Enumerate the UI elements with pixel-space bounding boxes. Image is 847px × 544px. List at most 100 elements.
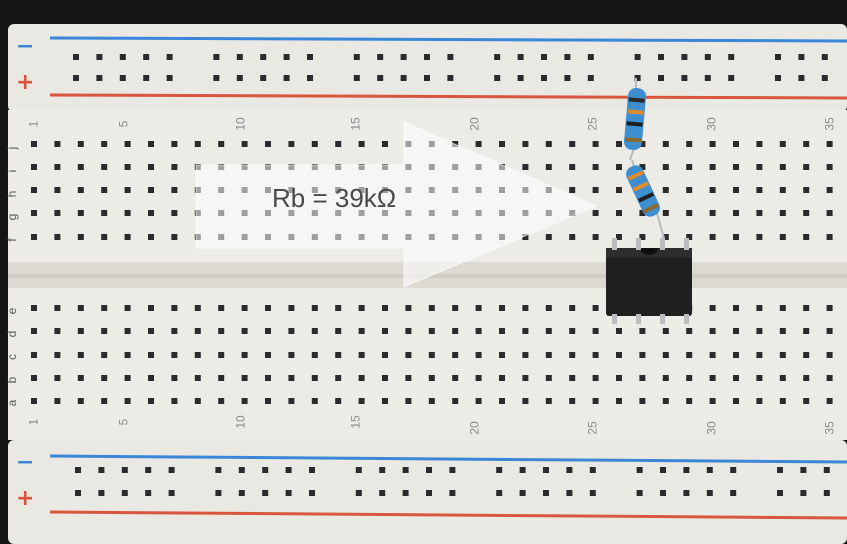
- terminal-hole: [569, 234, 576, 240]
- terminal-hole: [639, 398, 646, 404]
- rail-hole: [519, 490, 526, 496]
- terminal-hole: [592, 141, 599, 147]
- rail-hole: [587, 75, 594, 81]
- terminal-hole: [499, 375, 505, 381]
- terminal-hole: [522, 398, 529, 404]
- rail-hole: [402, 490, 409, 496]
- terminal-hole: [499, 398, 505, 404]
- top-plus-sign: +: [16, 70, 35, 95]
- rail-hole: [777, 490, 783, 496]
- terminal-hole: [803, 375, 810, 381]
- terminal-hole: [382, 328, 388, 334]
- col-number-bottom-10: 10: [233, 415, 248, 429]
- terminal-hole: [639, 328, 646, 334]
- terminal-hole: [499, 141, 505, 147]
- row-letter-h: h: [5, 190, 19, 198]
- terminal-hole: [265, 141, 271, 147]
- terminal-hole: [639, 352, 646, 358]
- terminal-hole: [826, 398, 833, 404]
- terminal-hole: [756, 398, 763, 404]
- ic-chip: [606, 238, 692, 324]
- terminal-hole: [335, 352, 342, 358]
- terminal-hole: [101, 375, 108, 381]
- terminal-hole: [194, 328, 201, 334]
- terminal-hole: [779, 164, 786, 170]
- rail-hole: [660, 467, 666, 473]
- rail-hole: [636, 490, 643, 496]
- terminal-hole: [101, 305, 108, 311]
- rail-hole: [283, 75, 290, 81]
- terminal-hole: [31, 375, 37, 381]
- terminal-hole: [662, 375, 669, 381]
- row-letter-i: i: [5, 169, 19, 173]
- rail-hole: [730, 467, 737, 473]
- rail-hole: [353, 75, 360, 81]
- terminal-hole: [241, 352, 248, 358]
- terminal-hole: [522, 141, 529, 147]
- rail-hole: [168, 490, 175, 496]
- rail-hole: [706, 490, 713, 496]
- rail-hole: [564, 54, 571, 60]
- rail-hole: [166, 54, 173, 60]
- terminal-hole: [569, 164, 576, 170]
- terminal-hole: [522, 234, 529, 240]
- terminal-hole: [31, 328, 37, 334]
- terminal-hole: [194, 305, 201, 311]
- rail-hole: [589, 490, 596, 496]
- terminal-hole: [826, 352, 833, 358]
- terminal-hole: [124, 398, 131, 404]
- terminal-hole: [475, 328, 482, 334]
- terminal-hole: [54, 164, 61, 170]
- terminal-hole: [545, 352, 552, 358]
- terminal-hole: [686, 164, 693, 170]
- rail-hole: [121, 467, 128, 473]
- rail-hole: [566, 490, 573, 496]
- bottom-blue-rail-line: [49, 454, 847, 464]
- terminal-hole: [803, 328, 810, 334]
- terminal-hole: [265, 328, 271, 334]
- terminal-hole: [616, 375, 622, 381]
- rail-hole: [213, 54, 220, 60]
- terminal-hole: [545, 141, 552, 147]
- terminal-hole: [569, 328, 576, 334]
- terminal-hole: [335, 141, 342, 147]
- terminal-hole: [288, 352, 295, 358]
- row-letter-f: f: [5, 238, 19, 242]
- terminal-hole: [54, 141, 61, 147]
- rail-hole: [238, 490, 245, 496]
- rail-hole: [449, 467, 456, 473]
- terminal-hole: [686, 141, 693, 147]
- terminal-hole: [826, 164, 833, 170]
- terminal-hole: [779, 398, 786, 404]
- terminal-hole: [803, 398, 810, 404]
- rail-hole: [285, 467, 292, 473]
- terminal-hole: [241, 328, 248, 334]
- terminal-hole: [779, 305, 786, 311]
- terminal-hole: [428, 398, 435, 404]
- terminal-hole: [733, 210, 739, 216]
- terminal-hole: [803, 210, 810, 216]
- terminal-hole: [358, 375, 365, 381]
- terminal-hole: [452, 352, 459, 358]
- rail-hole: [821, 75, 828, 81]
- rail-hole: [98, 467, 105, 473]
- rail-hole: [379, 490, 386, 496]
- rail-hole: [681, 54, 688, 60]
- terminal-hole: [592, 187, 599, 193]
- terminal-hole: [756, 234, 763, 240]
- terminal-hole: [733, 375, 739, 381]
- terminal-hole: [592, 375, 599, 381]
- terminal-hole: [756, 210, 763, 216]
- terminal-hole: [545, 164, 552, 170]
- terminal-hole: [452, 375, 459, 381]
- terminal-hole: [686, 398, 693, 404]
- rail-hole: [75, 490, 81, 496]
- terminal-hole: [616, 398, 622, 404]
- rail-hole: [238, 467, 245, 473]
- rail-hole: [168, 467, 175, 473]
- terminal-hole: [639, 375, 646, 381]
- rail-hole: [260, 75, 267, 81]
- rail-hole: [447, 54, 454, 60]
